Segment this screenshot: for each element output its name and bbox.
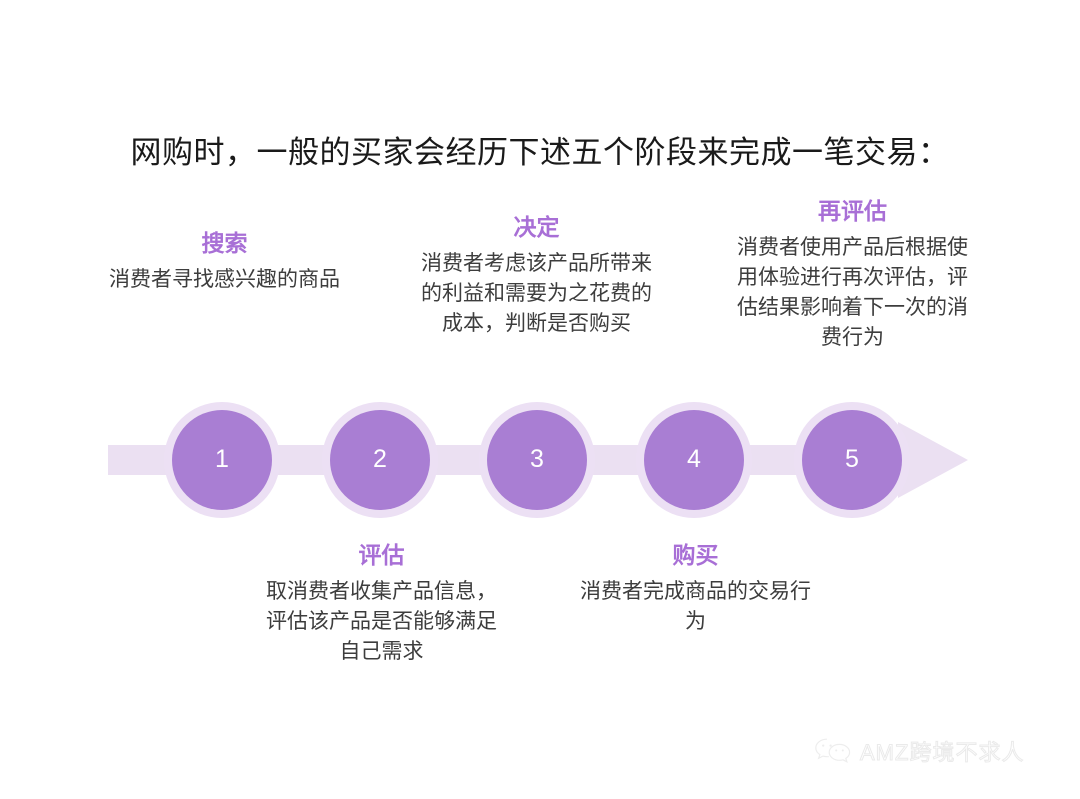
timeline-node-3[interactable]: 3 [479,402,595,518]
timeline-node-5[interactable]: 5 [794,402,910,518]
wechat-icon [814,736,852,771]
stage-3-heading: 决定 [513,214,560,240]
stage-1-heading: 搜索 [201,230,248,256]
stage-4-body: 消费者完成商品的交易行为 [580,579,811,633]
stage-block-3: 决定 消费者考虑该产品所带来的利益和需要为之花费的成本，判断是否购买 [418,212,655,338]
stage-5-heading: 再评估 [818,198,887,224]
page-title: 网购时，一般的买家会经历下述五个阶段来完成一笔交易： [130,135,950,170]
stage-2-heading: 评估 [358,542,405,568]
watermark: AMZ跨境不求人 [814,731,1050,775]
timeline-node-4[interactable]: 4 [636,402,752,518]
stage-3-body: 消费者考虑该产品所带来的利益和需要为之花费的成本，判断是否购买 [421,251,652,335]
timeline-node-5-number: 5 [802,410,902,510]
watermark-text: AMZ跨境不求人 [859,740,1025,766]
timeline-node-2[interactable]: 2 [322,402,438,518]
timeline-node-1[interactable]: 1 [164,402,280,518]
timeline-node-3-number: 3 [487,410,587,510]
stage-2-body: 取消费者收集产品信息，评估该产品是否能够满足自己需求 [266,579,497,663]
stage-4-heading: 购买 [672,542,719,568]
stage-block-1: 搜索 消费者寻找感兴趣的商品 [102,228,347,294]
timeline-node-4-number: 4 [644,410,744,510]
wechat-icon-shape [815,738,851,763]
timeline-node-2-number: 2 [330,410,430,510]
stage-block-4: 购买 消费者完成商品的交易行为 [572,540,819,636]
stage-5-body: 消费者使用产品后根据使用体验进行再次评估，评估结果影响着下一次的消费行为 [737,235,968,349]
stage-block-2: 评估 取消费者收集产品信息，评估该产品是否能够满足自己需求 [258,540,505,666]
timeline-node-1-number: 1 [172,410,272,510]
stage-1-body: 消费者寻找感兴趣的商品 [109,267,340,291]
stage-block-5: 再评估 消费者使用产品后根据使用体验进行再次评估，评估结果影响着下一次的消费行为 [733,196,972,352]
